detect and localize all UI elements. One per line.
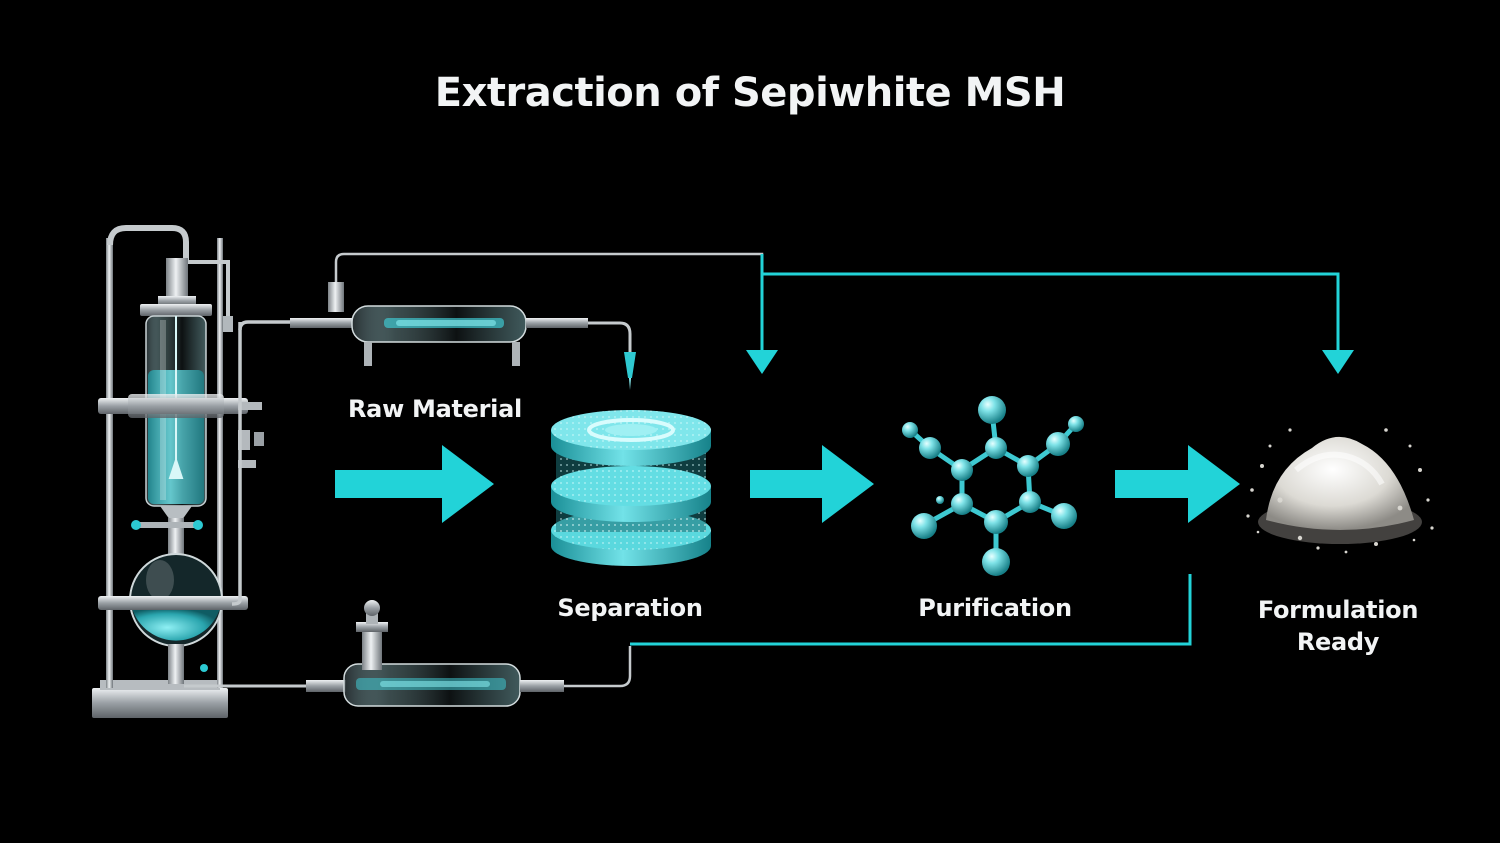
- upper-condenser-icon: [290, 252, 764, 390]
- flow-line-upper-long: [762, 272, 1340, 352]
- flow-line-lower-return: [630, 574, 1192, 646]
- filter-discs-icon: [551, 410, 711, 566]
- stage-label-purification: Purification: [918, 594, 1072, 622]
- molecule-icon: [902, 396, 1084, 576]
- lower-condenser-icon: [184, 600, 632, 707]
- arrow-right-icon: [335, 445, 494, 523]
- page-title: Extraction of Sepiwhite MSH: [434, 70, 1066, 116]
- arrowhead-down-icon: [1322, 350, 1354, 374]
- stage-label-raw-material: Raw Material: [348, 395, 522, 423]
- distillation-apparatus-icon: [92, 225, 290, 718]
- stage-label-separation: Separation: [557, 594, 703, 622]
- arrow-right-icon: [750, 445, 874, 523]
- arrow-right-icon: [1115, 445, 1240, 523]
- powder-pile-icon: [1246, 428, 1434, 554]
- stage-label-formulation-ready: Formulation Ready: [1257, 596, 1419, 656]
- flow-lines: [630, 254, 1340, 646]
- arrowhead-down-icon: [746, 350, 778, 374]
